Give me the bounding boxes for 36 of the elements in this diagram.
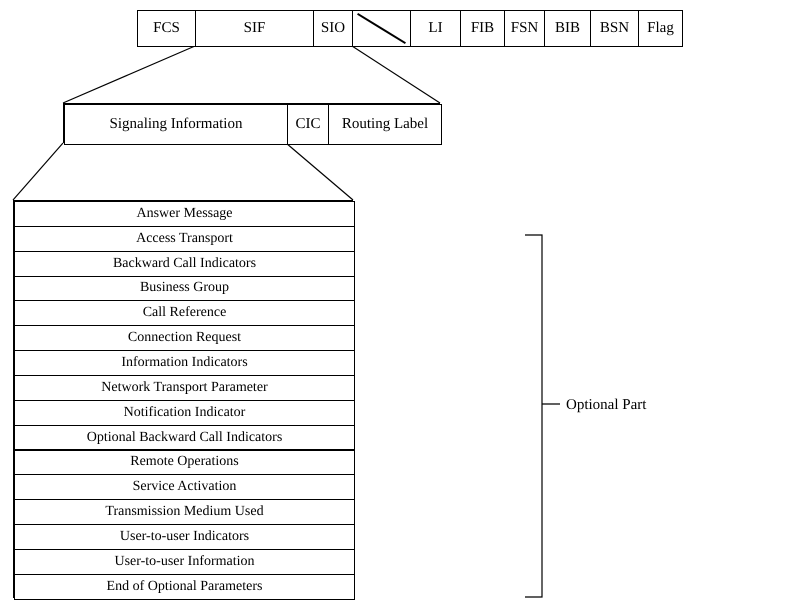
field-cell: FSN: [504, 10, 545, 47]
field-cell: Information Indicators: [14, 350, 355, 376]
field-cell: Remote Operations: [14, 450, 355, 476]
field-cell: Optional Backward Call Indicators: [14, 424, 355, 450]
expansion-line: [12, 142, 64, 200]
field-cell: FIB: [460, 10, 505, 47]
field-cell: Access Transport: [14, 226, 355, 252]
field-cell: SIF: [195, 10, 314, 47]
field-cell: Flag: [638, 10, 683, 47]
parameter-table: [13, 200, 353, 598]
expansion-line: [286, 142, 354, 200]
field-cell: User-to-user Information: [14, 548, 355, 575]
field-cell: Answer Message: [14, 201, 355, 227]
field-cell: Routing Label: [328, 104, 442, 145]
field-cell: BSN: [590, 10, 639, 47]
field-cell: Signaling Information: [64, 104, 288, 145]
field-cell: BIB: [544, 10, 591, 47]
field-cell: Transmission Medium Used: [14, 499, 355, 526]
field-cell: Service Activation: [14, 474, 355, 500]
field-cell: User-to-user Indicators: [14, 524, 355, 550]
field-cell: CIC: [287, 104, 329, 145]
field-cell: End of Optional Parameters: [14, 574, 355, 600]
field-cell: Business Group: [14, 276, 355, 302]
field-cell: Backward Call Indicators: [14, 250, 355, 277]
bracket-label: Optional Part: [566, 396, 646, 415]
field-cell: LI: [410, 10, 461, 47]
field-cell: Notification Indicator: [14, 400, 355, 426]
field-cell: Connection Request: [14, 325, 355, 352]
field-cell: Network Transport Parameter: [14, 374, 355, 401]
field-cell: Call Reference: [14, 300, 355, 326]
blank-field-cell: [352, 10, 411, 47]
field-group: [63, 103, 440, 143]
expansion-line: [352, 46, 440, 104]
field-cell: FCS: [137, 10, 196, 47]
expansion-line: [62, 45, 196, 104]
field-cell: SIO: [313, 10, 353, 47]
